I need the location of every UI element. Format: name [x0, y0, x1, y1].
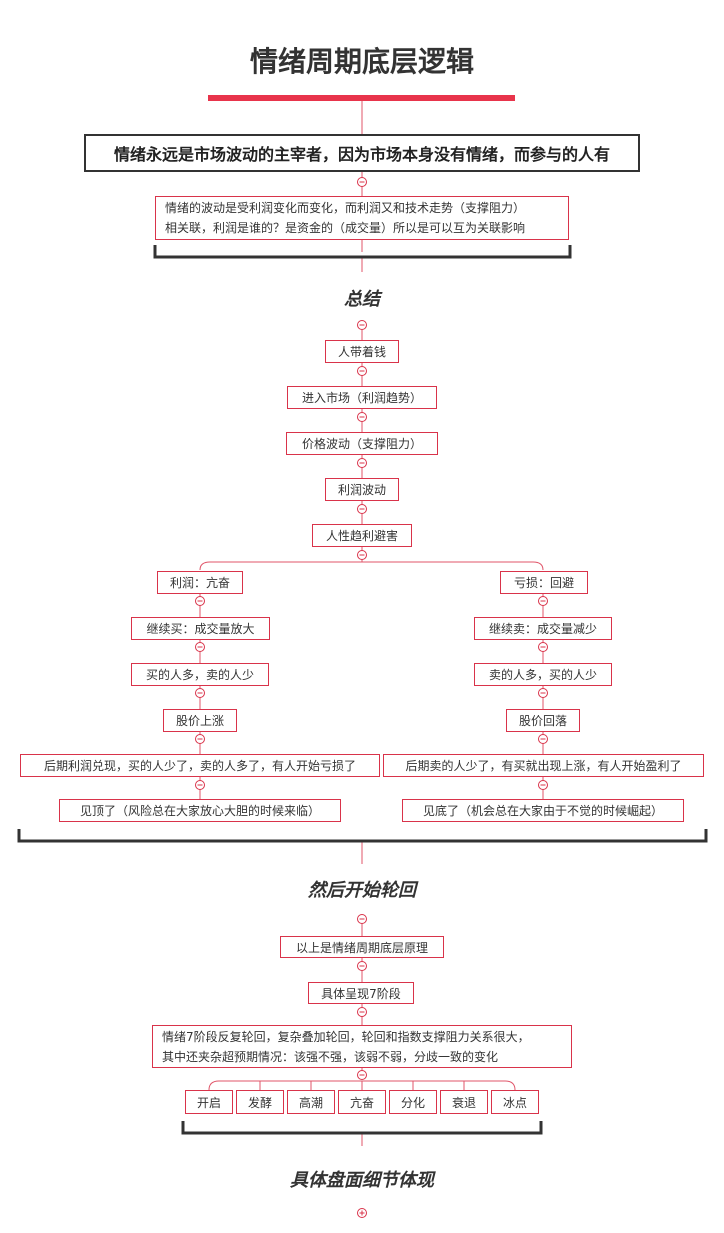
intro-bracket	[153, 245, 572, 259]
right-branch-node[interactable]: 股价回落	[506, 709, 580, 732]
chain-node[interactable]: 进入市场（利润趋势）	[287, 386, 437, 409]
stage-node[interactable]: 亢奋	[338, 1090, 386, 1114]
toggle-glyphs	[197, 181, 546, 1216]
right-branch-node[interactable]: 卖的人多，买的人少	[474, 663, 612, 686]
left-branch-node[interactable]: 利润：亢奋	[157, 571, 243, 594]
cycle-desc-node[interactable]: 情绪7阶段反复轮回，复杂叠加轮回，轮回和指数支撑阻力关系很大， 其中还夹杂超预期…	[152, 1025, 572, 1068]
stage-node[interactable]: 开启	[185, 1090, 233, 1114]
right-branch-node[interactable]: 亏损：回避	[500, 571, 588, 594]
stage-node[interactable]: 衰退	[440, 1090, 488, 1114]
cycle-desc-line-1: 情绪7阶段反复轮回，复杂叠加轮回，轮回和指数支撑阻力关系很大，	[162, 1029, 530, 1044]
left-branch-node[interactable]: 后期利润兑现，买的人少了，卖的人多了，有人开始亏损了	[20, 754, 380, 777]
chain-node[interactable]: 利润波动	[325, 478, 399, 501]
chain-node[interactable]: 人性趋利避害	[312, 524, 412, 547]
section-cycle: 然后开始轮回	[308, 880, 416, 901]
page-title: 情绪周期底层逻辑	[249, 45, 474, 78]
cycle-seven-node[interactable]: 具体呈现7阶段	[308, 982, 414, 1004]
intro-line-2: 相关联，利润是谁的？是资金的（成交量）所以是可以互为关联影响	[165, 221, 526, 235]
stage-node[interactable]: 发酵	[236, 1090, 284, 1114]
stage-node[interactable]: 分化	[389, 1090, 437, 1114]
cycle-bracket	[181, 1121, 543, 1135]
intro-line-1: 情绪的波动是受利润变化而变化，而利润又和技术走势（支撑阻力）	[165, 201, 526, 215]
root-node[interactable]: 情绪永远是市场波动的主宰者，因为市场本身没有情绪，而参与的人有	[84, 134, 640, 172]
left-branch-node[interactable]: 见顶了（风险总在大家放心大胆的时候来临）	[59, 799, 341, 822]
right-branch-node[interactable]: 见底了（机会总在大家由于不觉的时候崛起）	[402, 799, 684, 822]
chain-node[interactable]: 价格波动（支撑阻力）	[286, 432, 438, 455]
cycle-principle-node[interactable]: 以上是情绪周期底层原理	[280, 936, 444, 958]
collapse-toggles	[195, 177, 548, 1218]
section-summary: 总结	[344, 289, 380, 310]
intro-node[interactable]: 情绪的波动是受利润变化而变化，而利润又和技术走势（支撑阻力） 相关联，利润是谁的…	[155, 196, 569, 240]
left-branch-node[interactable]: 继续买：成交量放大	[131, 617, 270, 640]
stage-node[interactable]: 冰点	[491, 1090, 539, 1114]
chain-node[interactable]: 人带着钱	[325, 340, 399, 363]
section-detail: 具体盘面细节体现	[290, 1170, 434, 1191]
left-branch-node[interactable]: 股价上涨	[163, 709, 237, 732]
cycle-desc-line-2: 其中还夹杂超预期情况：该强不强，该弱不弱，分歧一致的变化	[162, 1049, 499, 1064]
title-underline	[208, 95, 515, 101]
left-branch-node[interactable]: 买的人多，卖的人少	[131, 663, 269, 686]
right-branch-node[interactable]: 后期卖的人少了，有买就出现上涨，有人开始盈利了	[383, 754, 704, 777]
stage-node[interactable]: 高潮	[287, 1090, 335, 1114]
right-branch-node[interactable]: 继续卖：成交量减少	[474, 617, 612, 640]
group-brackets	[17, 245, 708, 1135]
summary-bracket	[17, 829, 708, 843]
